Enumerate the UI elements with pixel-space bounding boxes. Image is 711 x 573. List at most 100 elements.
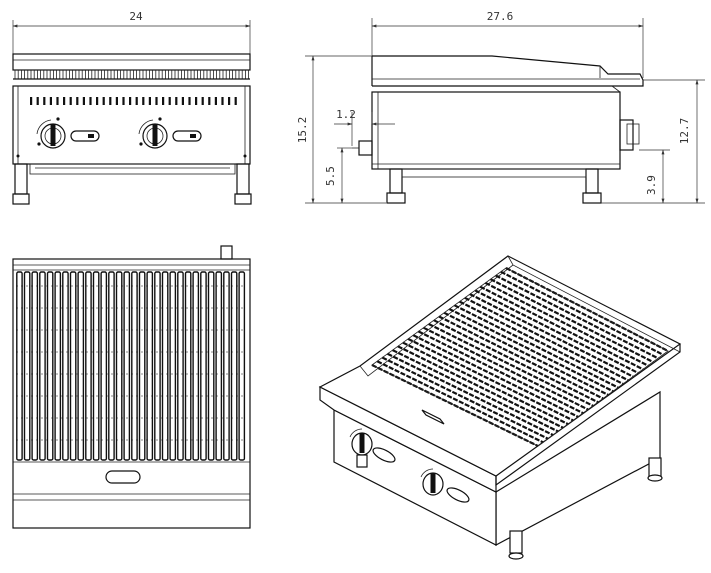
grate-bar: [62, 271, 69, 461]
vent-slot: [63, 97, 66, 105]
leg-height-dimension: 5.5: [324, 147, 352, 204]
front-width-dimension: 24: [12, 10, 251, 54]
iso-grate-bar: [397, 345, 564, 429]
grate-bar: [207, 271, 215, 461]
grate-bar: [69, 271, 77, 461]
vent-slot: [234, 97, 237, 105]
iso-grate-bar: [464, 296, 629, 382]
iso-grate-bar: [402, 341, 569, 426]
vent-slot: [201, 97, 204, 105]
side-view: 27.6 15.2: [296, 10, 705, 204]
vent-slot: [36, 97, 39, 105]
grate-bar: [115, 271, 123, 461]
iso-leg: [508, 530, 524, 560]
knob-projection-label: 1.2: [336, 108, 356, 121]
grate-bar: [146, 271, 154, 461]
grate-bar: [154, 271, 161, 461]
knob-projection-dimension: 1.2: [334, 108, 395, 146]
iso-grate-bar: [459, 300, 624, 385]
front-grate-teeth: [14, 70, 249, 79]
grate-bar: [39, 271, 46, 461]
grate-bar: [138, 271, 146, 461]
iso-grate-bar: [448, 308, 614, 393]
vent-slot: [214, 97, 217, 105]
grate-bar: [92, 271, 100, 461]
grate-bar: [200, 271, 207, 461]
iso-leg: [647, 457, 663, 482]
grate-bar: [192, 271, 200, 461]
vent-slot: [155, 97, 158, 105]
grate-bar: [169, 271, 177, 461]
isometric-view: [318, 255, 682, 560]
front-view: 24: [12, 10, 252, 205]
iso-tray-handle: [421, 409, 445, 425]
vent-slot: [30, 97, 33, 105]
vent-slot: [195, 97, 198, 105]
gas-connector: [619, 119, 634, 151]
iso-grate-bar: [417, 330, 584, 415]
vent-slot: [129, 97, 132, 105]
pilot-window: [172, 130, 202, 142]
leg: [12, 163, 30, 205]
burner-knob: [138, 117, 168, 149]
grate-bar: [223, 271, 230, 461]
iso-grate-bar: [474, 289, 639, 374]
grate-bar: [123, 271, 131, 461]
vent-slot: [102, 97, 105, 105]
grate-bar: [16, 271, 23, 461]
grate-bar: [161, 271, 169, 461]
vent-slot: [89, 97, 92, 105]
leg: [582, 168, 602, 204]
grate-bar: [31, 271, 39, 461]
iso-grate-bar: [376, 360, 544, 444]
vent-slot: [56, 97, 59, 105]
leg-height-label: 5.5: [324, 166, 337, 186]
grate-bar: [54, 271, 62, 461]
overall-height-dimension: 15.2: [296, 55, 386, 204]
vent-slot: [49, 97, 52, 105]
side-depth-dimension: 27.6: [371, 10, 644, 78]
grate-bar: [230, 271, 238, 461]
iso-grate-bar: [428, 323, 594, 407]
knob-side-profile: [352, 140, 373, 156]
grate-bar: [85, 271, 92, 461]
back-height-dimension: 12.7: [601, 79, 705, 204]
pilot-window: [70, 130, 100, 142]
front-width-label: 24: [129, 10, 143, 23]
vent-slot: [168, 97, 171, 105]
grease-tray-handle: [105, 470, 141, 484]
back-height-label: 12.7: [678, 118, 691, 145]
iso-grate-bar: [500, 270, 664, 356]
vent-slot: [69, 97, 72, 105]
vent-slot: [221, 97, 224, 105]
vent-slot: [208, 97, 211, 105]
vent-slot: [188, 97, 191, 105]
iso-grate-bar: [392, 349, 559, 433]
grate-bar: [100, 271, 108, 461]
iso-grate-bar: [454, 304, 619, 389]
iso-grate-bar: [469, 293, 634, 378]
iso-burner-knob: [349, 428, 396, 468]
grate-bars: [16, 271, 246, 461]
side-depth-label: 27.6: [487, 10, 514, 23]
iso-grate-bar: [495, 274, 659, 360]
grate-bar: [215, 271, 223, 461]
iso-grate-bars: [371, 267, 669, 447]
vent-slot: [148, 97, 151, 105]
iso-burner-knob: [420, 468, 470, 503]
vent-slot: [96, 97, 99, 105]
iso-grate-bar: [438, 315, 604, 400]
vent-slot: [142, 97, 145, 105]
vent-slot: [228, 97, 231, 105]
iso-grate-bar: [387, 352, 554, 436]
iso-grate-bar: [412, 334, 579, 418]
grate-bar: [108, 271, 115, 461]
burner-knob: [36, 117, 66, 149]
grate-bar: [238, 271, 246, 461]
vent-slot: [109, 97, 112, 105]
vent-slot: [135, 97, 138, 105]
grate-bar: [23, 271, 31, 461]
gas-connector: [220, 245, 233, 260]
vent-slot: [181, 97, 184, 105]
